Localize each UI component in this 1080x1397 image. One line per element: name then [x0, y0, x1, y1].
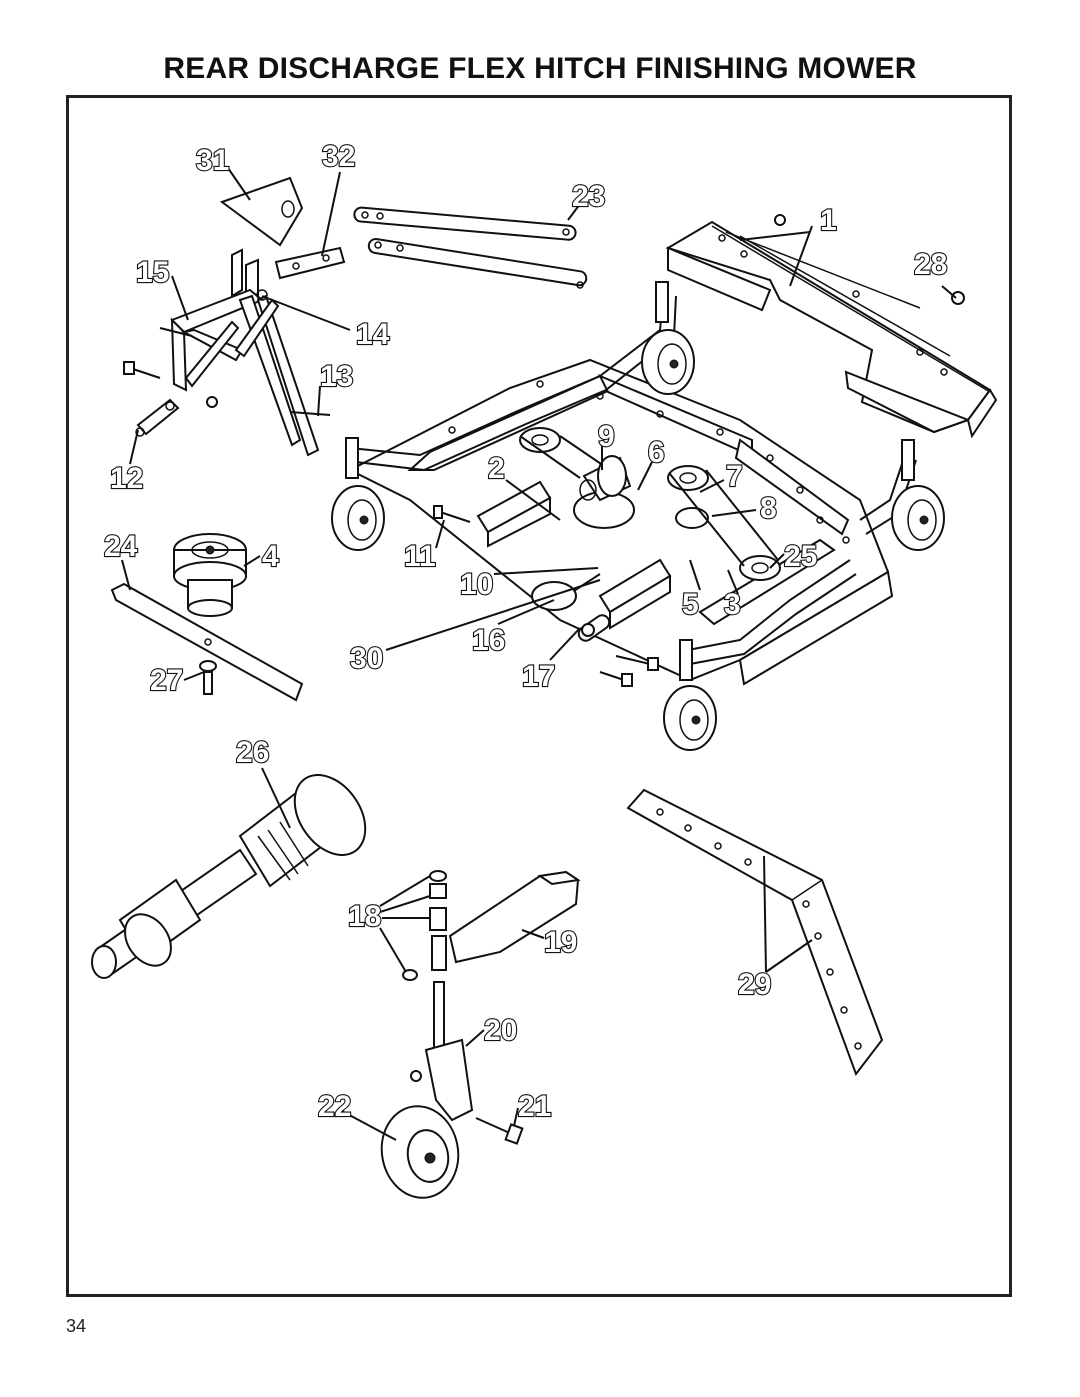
part-15-hitch-frame [159, 248, 331, 457]
callout-32: 32 [322, 140, 355, 173]
callout-5: 5 [682, 588, 699, 621]
part-18-bushings [402, 870, 447, 981]
callout-9: 9 [598, 420, 615, 453]
part-24-blade [110, 582, 304, 702]
callout-30: 30 [350, 642, 383, 675]
part-17-pins [577, 614, 659, 687]
part-1-belt-shield [665, 214, 998, 439]
callout-8: 8 [760, 492, 777, 525]
page-number: 34 [66, 1316, 87, 1336]
gearbox [573, 455, 635, 529]
callout-2: 2 [488, 452, 505, 485]
part-20-fork [410, 981, 474, 1122]
part-29-discharge-shield [626, 788, 884, 1077]
caster-arms [345, 281, 917, 681]
part-32-plate [274, 246, 346, 280]
callout-4: 4 [262, 540, 279, 573]
callout-23: 23 [572, 180, 605, 213]
callout-1: 1 [820, 204, 837, 237]
callout-11: 11 [404, 540, 436, 573]
part-4-spindle [173, 533, 247, 617]
callout-18: 18 [348, 900, 381, 933]
pulleys-and-belts [519, 427, 781, 581]
callout-31: 31 [196, 144, 229, 177]
part-21-axle-bolt [475, 1117, 524, 1145]
callout-20: 20 [484, 1014, 517, 1047]
callout-12: 12 [110, 462, 143, 495]
callout-27: 27 [150, 664, 183, 697]
callout-15: 15 [136, 256, 169, 289]
callout-26: 26 [236, 736, 269, 769]
hitch-bolts [123, 361, 218, 408]
callout-16: 16 [472, 624, 505, 657]
callout-25: 25 [784, 540, 817, 573]
callout-3: 3 [724, 588, 741, 621]
part-23-links [353, 206, 588, 289]
callout-14: 14 [356, 318, 390, 351]
callout-19: 19 [544, 926, 577, 959]
part-22-wheel [380, 1105, 460, 1199]
callout-6: 6 [648, 436, 665, 469]
callout-24: 24 [104, 530, 138, 563]
diagram-frame [66, 95, 1012, 1297]
callout-28: 28 [914, 248, 947, 281]
caster-wheels [331, 329, 945, 751]
part-28-nut [951, 291, 965, 305]
callout-7: 7 [726, 460, 743, 493]
callout-21: 21 [518, 1090, 551, 1123]
part-12-pin [135, 398, 180, 437]
callout-17: 17 [522, 660, 555, 693]
callout-29: 29 [738, 968, 771, 1001]
callout-22: 22 [318, 1090, 351, 1123]
callout-10: 10 [460, 568, 493, 601]
part-31-shield [219, 176, 304, 247]
page-title: REAR DISCHARGE FLEX HITCH FINISHING MOWE… [163, 52, 917, 85]
callout-labels: 31 32 23 1 28 15 14 13 12 9 6 2 7 8 25 1… [103, 139, 949, 1124]
part-27-blade-bolt [199, 660, 217, 695]
part-26-pto-shaft [91, 774, 367, 979]
callout-13: 13 [320, 360, 353, 393]
leader-lines [121, 167, 957, 1141]
part-19-gauge-arm [448, 870, 581, 964]
